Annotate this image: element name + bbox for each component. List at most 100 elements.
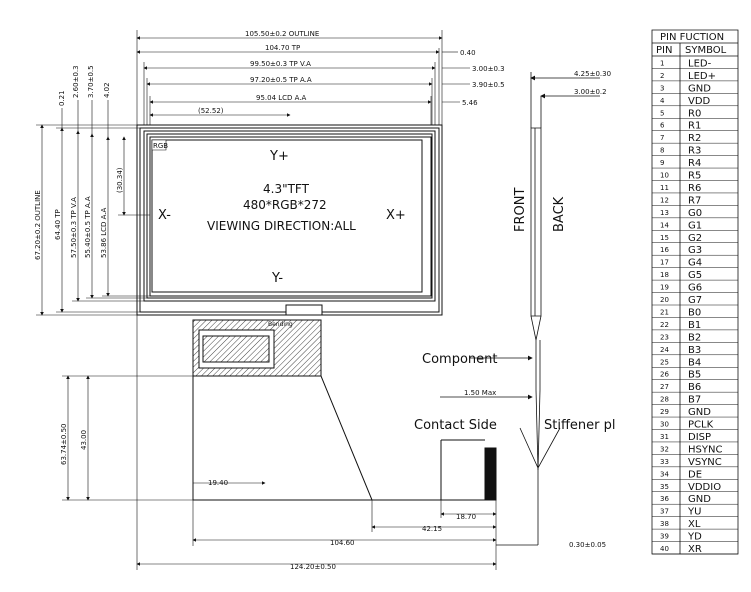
pin-symbol: G6 bbox=[688, 283, 702, 294]
pin-symbol: LED- bbox=[688, 58, 712, 69]
pin-symbol: B7 bbox=[688, 395, 701, 406]
pin-number: 22 bbox=[660, 321, 669, 329]
dim-tp-va-height: 57.50±0.3 TP V.A bbox=[70, 197, 78, 258]
pin-symbol: YD bbox=[687, 532, 702, 543]
pin-number: 12 bbox=[660, 196, 669, 204]
pin-symbol: B3 bbox=[688, 345, 701, 356]
left-dimension-labels: 0.21 2.60±0.3 3.70±0.5 4.02 67.20±0.2 OU… bbox=[34, 65, 124, 260]
dim-bottom-4215: 42.15 bbox=[422, 525, 442, 533]
pin-number: 34 bbox=[660, 470, 669, 478]
pin-symbol: GND bbox=[688, 494, 711, 505]
pin-number: 8 bbox=[660, 147, 664, 155]
dim-right-546: 5.46 bbox=[462, 99, 478, 107]
pin-symbol: R1 bbox=[688, 121, 701, 132]
pin-symbol: B2 bbox=[688, 332, 701, 343]
pin-symbol: R6 bbox=[688, 183, 701, 194]
pin-symbol: PCLK bbox=[688, 420, 714, 431]
pin-symbol: B0 bbox=[688, 307, 701, 318]
dim-outline-height: 67.20±0.2 OUTLINE bbox=[34, 190, 42, 260]
pin-symbol: R2 bbox=[688, 133, 701, 144]
dim-right-390: 3.90±0.5 bbox=[472, 81, 505, 89]
dim-half-width: (52.52) bbox=[198, 107, 224, 115]
pin-number: 14 bbox=[660, 221, 669, 229]
pin-number: 16 bbox=[660, 246, 669, 254]
pin-number: 30 bbox=[660, 421, 669, 429]
pin-symbol: R0 bbox=[688, 108, 701, 119]
pin-symbol: B4 bbox=[688, 357, 701, 368]
pin-symbol: G1 bbox=[688, 220, 702, 231]
label-contact-side: Contact Side bbox=[414, 418, 497, 433]
pin-symbol: HSYNC bbox=[688, 444, 722, 455]
bottom-dimension-labels: 19.40 18.70 42.15 104.60 124.20±0.50 0.3… bbox=[60, 424, 606, 572]
pin-number: 33 bbox=[660, 458, 669, 466]
pin-number: 32 bbox=[660, 445, 669, 453]
dim-bottom-030: 0.30±0.05 bbox=[569, 541, 606, 549]
pin-symbol: XR bbox=[688, 544, 702, 555]
pin-table-title: PIN FUCTION bbox=[660, 32, 724, 43]
pin-number: 37 bbox=[660, 508, 669, 516]
pin-symbol: LED+ bbox=[688, 71, 716, 82]
dim-bottom-10460: 104.60 bbox=[330, 539, 355, 547]
pin-number: 2 bbox=[660, 72, 664, 80]
panel-annotations: RGB Y+ Y- X- X+ 4.3"TFT 480*RGB*272 VIEW… bbox=[152, 140, 406, 328]
pin-number: 27 bbox=[660, 383, 669, 391]
dim-tp-va-width: 99.50±0.3 TP V.A bbox=[250, 60, 311, 68]
pin-number: 15 bbox=[660, 234, 669, 242]
pin-number: 29 bbox=[660, 408, 669, 416]
pin-number: 5 bbox=[660, 109, 664, 117]
pin-number: 28 bbox=[660, 396, 669, 404]
pin-symbol: G5 bbox=[688, 270, 702, 281]
pin-number: 39 bbox=[660, 533, 669, 541]
fpc-tail bbox=[193, 305, 496, 500]
pin-number: 6 bbox=[660, 122, 665, 130]
pin-symbol: G2 bbox=[688, 233, 702, 244]
top-dimension-lines bbox=[136, 30, 470, 125]
pin-number: 1 bbox=[660, 59, 664, 67]
dim-side-300: 3.00±0.2 bbox=[574, 88, 607, 96]
pin-number: 17 bbox=[660, 259, 669, 267]
pin-symbol: DISP bbox=[688, 432, 711, 443]
pin-number: 4 bbox=[660, 97, 665, 105]
pin-number: 40 bbox=[660, 545, 669, 553]
dim-left-021: 0.21 bbox=[58, 90, 66, 106]
label-front: FRONT bbox=[513, 188, 528, 232]
dim-bottom-1940: 19.40 bbox=[208, 479, 228, 487]
dim-outline-width: 105.50±0.2 OUTLINE bbox=[245, 30, 319, 38]
pin-number: 11 bbox=[660, 184, 669, 192]
dim-lcd-aa-height: 53.86 LCD A.A bbox=[100, 207, 108, 258]
pin-number: 25 bbox=[660, 358, 669, 366]
pin-symbol: B6 bbox=[688, 382, 701, 393]
rgb-marker: RGB bbox=[153, 142, 168, 150]
pin-symbol: G7 bbox=[688, 295, 702, 306]
label-x-plus: X+ bbox=[386, 208, 406, 223]
dim-tp-height: 64.40 TP bbox=[54, 209, 62, 240]
pin-number: 9 bbox=[660, 159, 664, 167]
dim-bottom-1870: 18.70 bbox=[456, 513, 476, 521]
pin-symbol: XL bbox=[688, 519, 701, 530]
dim-left-370: 3.70±0.5 bbox=[87, 65, 95, 98]
pin-symbol: YU bbox=[687, 507, 701, 518]
pin-symbol: R4 bbox=[688, 158, 701, 169]
side-view-labels: 4.25±0.30 3.00±0.2 1.50 Max FRONT BACK C… bbox=[414, 70, 616, 433]
bending-label: Bending bbox=[268, 321, 293, 328]
dim-tail-length: 63.74±0.50 bbox=[60, 424, 68, 466]
panel-size: 4.3"TFT bbox=[263, 182, 310, 196]
pin-col-header: PIN bbox=[656, 45, 672, 56]
pin-symbol: B1 bbox=[688, 320, 701, 331]
dim-half-height: (30.34) bbox=[116, 167, 124, 193]
panel-viewing-direction: VIEWING DIRECTION:ALL bbox=[207, 219, 356, 233]
panel-resolution: 480*RGB*272 bbox=[243, 198, 327, 212]
label-y-minus: Y- bbox=[271, 271, 283, 286]
pin-number: 18 bbox=[660, 271, 669, 279]
pin-number: 3 bbox=[660, 84, 664, 92]
pin-number: 13 bbox=[660, 209, 669, 217]
pin-symbol: R7 bbox=[688, 195, 701, 206]
pin-symbol: G3 bbox=[688, 245, 702, 256]
dim-left-402: 4.02 bbox=[103, 82, 111, 98]
dim-lcd-aa-width: 95.04 LCD A.A bbox=[256, 94, 307, 102]
label-component: Component bbox=[422, 352, 497, 367]
side-view bbox=[440, 72, 600, 545]
pin-number: 31 bbox=[660, 433, 669, 441]
pin-number: 20 bbox=[660, 296, 669, 304]
